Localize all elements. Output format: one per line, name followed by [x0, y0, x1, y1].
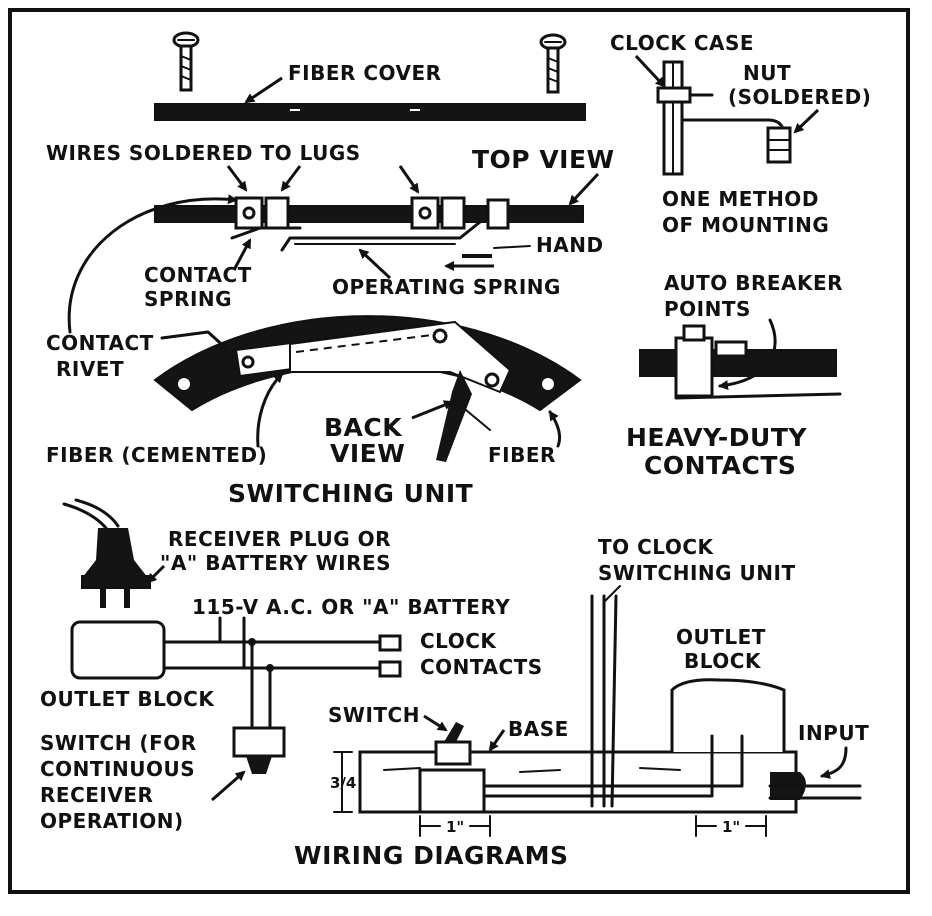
switch-label: SWITCH [328, 703, 420, 727]
fiber-cemented-label: FIBER (CEMENTED) [46, 443, 267, 467]
view-label: VIEW [330, 439, 405, 468]
wires-soldered-label: WIRES SOLDERED TO LUGS [46, 141, 361, 165]
soldered-label: (SOLDERED) [728, 85, 871, 109]
nut-label: NUT [743, 61, 791, 85]
clock-case-label: CLOCK CASE [610, 31, 754, 55]
contact-spring-label-1: CONTACT [144, 263, 252, 287]
wiring-diagrams-title: WIRING DIAGRAMS [294, 841, 568, 870]
lug-icon [234, 196, 264, 230]
lug-icon [264, 196, 290, 230]
three-quarter-dimension: 3/4 [330, 774, 356, 792]
outlet-block-label: OUTLET BLOCK [40, 687, 215, 711]
contact-rivet-label-1: CONTACT [46, 331, 154, 355]
outlet-label: OUTLET [676, 625, 766, 649]
top-view-drawing [154, 196, 584, 252]
switch-for-label-1: SWITCH (FOR [40, 731, 197, 755]
fiber-cover-drawing [154, 31, 586, 121]
clock-contacts-label-2: CONTACTS [420, 655, 543, 679]
block-label: BLOCK [684, 649, 762, 673]
contact-rivet-label-2: RIVET [56, 357, 124, 381]
base-label: BASE [508, 717, 569, 741]
screw-left-icon [172, 31, 200, 92]
screw-right-icon [539, 33, 567, 94]
heavy-duty-contacts-drawing [639, 324, 842, 400]
of-mounting-label: OF MOUNTING [662, 213, 829, 237]
base-cross-section-drawing [333, 594, 862, 837]
contact-spring-label-2: SPRING [144, 287, 232, 311]
heavy-duty-title-2: CONTACTS [644, 451, 796, 480]
lug-icon [440, 196, 466, 230]
switching-unit-label-2: SWITCHING UNIT [598, 561, 796, 585]
one-inch-dimension-right: 1" [722, 818, 740, 836]
back-label: BACK [324, 413, 403, 442]
plug-drawing [62, 498, 151, 608]
back-view-drawing [153, 315, 582, 462]
lug-icon [486, 198, 510, 230]
lug-icon [410, 196, 440, 230]
heavy-duty-title-1: HEAVY-DUTY [626, 423, 807, 452]
switch-for-label-3: RECEIVER [40, 783, 153, 807]
operating-spring-label: OPERATING SPRING [332, 275, 561, 299]
to-clock-label: TO CLOCK [598, 535, 714, 559]
input-label: INPUT [798, 721, 869, 745]
receiver-plug-label-2: "A" BATTERY WIRES [160, 551, 391, 575]
switch-for-label-4: OPERATION) [40, 809, 184, 833]
switching-unit-title: SWITCHING UNIT [228, 479, 473, 508]
fiber-cover-label: FIBER COVER [288, 61, 442, 85]
auto-breaker-label-2: POINTS [664, 297, 751, 321]
outlet-block-drawing [70, 616, 402, 774]
auto-breaker-label-1: AUTO BREAKER [664, 271, 843, 295]
clock-contacts-label-1: CLOCK [420, 629, 497, 653]
hand-label: HAND [536, 233, 604, 257]
receiver-plug-label-1: RECEIVER PLUG OR [168, 527, 391, 551]
one-inch-dimension-left: 1" [446, 818, 464, 836]
one-method-label: ONE METHOD [662, 187, 819, 211]
top-view-label: TOP VIEW [472, 145, 615, 174]
ac-or-battery-label: 115-V A.C. OR "A" BATTERY [192, 595, 510, 619]
clock-case-mounting-drawing [656, 60, 792, 176]
fiber-label: FIBER [488, 443, 556, 467]
switch-for-label-2: CONTINUOUS [40, 757, 195, 781]
